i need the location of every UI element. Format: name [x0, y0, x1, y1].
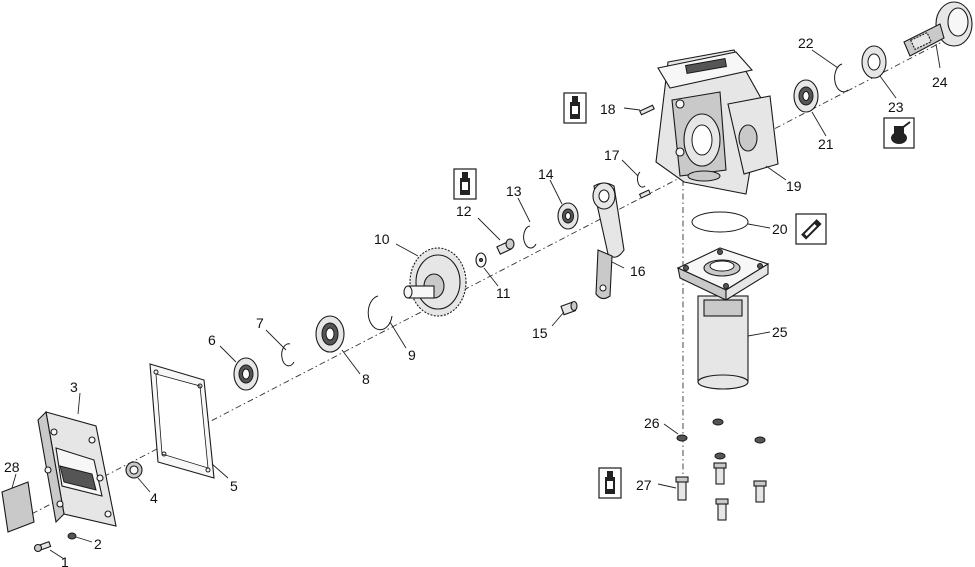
callout-14: 14	[538, 166, 554, 182]
callout-18: 18	[600, 101, 616, 117]
part-22-circlip	[834, 63, 849, 93]
callout-20: 20	[772, 221, 788, 237]
part-24-input-shaft	[903, 1, 973, 57]
part-3-cover	[37, 410, 117, 527]
part-9-circlip	[367, 295, 393, 331]
part-28-label-plate	[1, 481, 35, 533]
thread-locker-bottle-icon	[563, 92, 587, 124]
part-13-circlip	[523, 225, 537, 249]
part-15-pin	[560, 300, 578, 316]
part-23-seal	[861, 45, 887, 79]
callout-12: 12	[456, 203, 472, 219]
part-10-gear	[403, 247, 467, 317]
callout-13: 13	[506, 183, 522, 199]
callout-25: 25	[772, 324, 788, 340]
callout-22: 22	[798, 35, 814, 51]
part-16-shift-fork	[592, 182, 625, 300]
callout-1: 1	[61, 554, 69, 567]
callout-16: 16	[630, 263, 646, 279]
callout-17: 17	[604, 147, 620, 163]
callout-8: 8	[362, 371, 370, 387]
oil-can-icon	[883, 117, 915, 149]
part-25-output-tube	[676, 247, 770, 390]
part-26-washers	[676, 418, 766, 460]
part-7-circlip	[281, 343, 295, 367]
part-20-o-ring	[691, 211, 749, 233]
callout-11: 11	[496, 285, 511, 301]
callout-28: 28	[4, 459, 20, 475]
callout-5: 5	[230, 478, 238, 494]
callout-3: 3	[70, 379, 78, 395]
part-4-plug	[125, 461, 143, 479]
callout-19: 19	[786, 178, 802, 194]
part-5-gasket	[149, 363, 215, 479]
part-8-bearing	[315, 315, 345, 353]
leader-lines	[11, 43, 941, 560]
callout-6: 6	[208, 332, 216, 348]
part-1-screw	[33, 541, 52, 553]
thread-locker-bottle-icon	[598, 467, 622, 499]
part-2-washer	[67, 532, 77, 540]
callout-24: 24	[932, 74, 948, 90]
callout-26: 26	[644, 415, 660, 431]
thread-locker-bottle-icon	[453, 168, 477, 200]
grease-tube-icon	[795, 213, 827, 245]
part-21-bearing	[793, 79, 819, 113]
part-14-bearing	[557, 202, 579, 230]
callout-2: 2	[94, 536, 102, 552]
part-18-pin	[639, 104, 655, 116]
part-27-bolts	[675, 462, 767, 521]
callout-9: 9	[408, 347, 416, 363]
part-17-circlip	[636, 171, 652, 199]
callout-15: 15	[532, 325, 548, 341]
callout-10: 10	[374, 231, 390, 247]
callout-23: 23	[888, 99, 904, 115]
part-12-bolt	[496, 238, 515, 255]
part-19-housing	[655, 49, 779, 195]
part-11-washer	[475, 252, 487, 268]
callout-labels: 1 2 3 4 5 6 7 8 9 10 11 12 13 14 15 16 1…	[4, 35, 948, 567]
callout-7: 7	[256, 315, 264, 331]
callout-27: 27	[636, 477, 652, 493]
callout-4: 4	[150, 490, 158, 506]
callout-21: 21	[818, 136, 834, 152]
part-6-bearing	[233, 357, 259, 391]
